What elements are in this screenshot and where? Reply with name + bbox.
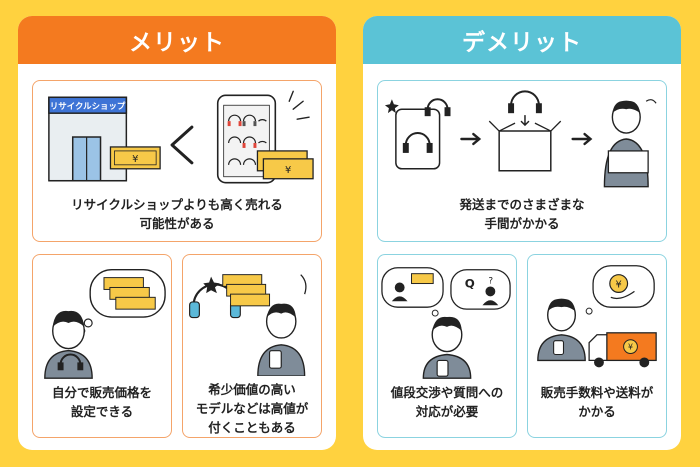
svg-text:¥: ¥: [285, 165, 291, 176]
svg-text:¥: ¥: [616, 279, 622, 290]
yen-notes-icon: ¥: [109, 146, 161, 170]
person-icon: [537, 298, 586, 362]
product-photo-icon: [384, 98, 451, 170]
thought-bubble-icon: ¥: [585, 265, 655, 315]
rare-model-illustration: [189, 274, 307, 376]
svg-text:?: ?: [488, 277, 493, 287]
demerit-card3-caption: 販売手数料や送料が かかる: [540, 385, 654, 419]
merit-title: メリット: [18, 16, 336, 64]
demerit-card1-caption: 発送までのさまざまな 手間がかかる: [459, 197, 585, 231]
demerit-card-fees: ¥ ¥ 販売手数料や送料が かかる: [527, 254, 667, 438]
negotiation-illustration: Q ?: [381, 267, 511, 379]
recycle-shop-icon: リサイクルショップ: [48, 96, 128, 182]
person-icon: [257, 303, 306, 376]
svg-text:¥: ¥: [132, 154, 138, 165]
shipping-process-illustration: [384, 90, 657, 188]
merit-card-rare-model: 希少価値の高い モデルなどは高値が 付くこともある: [182, 254, 322, 438]
merit-card-resale: リサイクルショップ ¥: [32, 80, 322, 242]
demerit-panel: デメリット: [363, 16, 681, 450]
shop-sign-text: リサイクルショップ: [50, 101, 126, 111]
less-than-icon: [170, 125, 194, 165]
headphones-icon: [59, 353, 82, 365]
demerit-card-shipping-effort: 発送までのさまざまな 手間がかかる: [377, 80, 667, 242]
svg-text:Q: Q: [465, 276, 475, 290]
merit-card3-caption: 希少価値の高い モデルなどは高値が 付くこともある: [195, 382, 309, 435]
thought-bubble-icon: [79, 269, 166, 334]
person-icon: [603, 99, 657, 188]
truck-icon: ¥: [588, 332, 657, 368]
yen-notes-icon: [222, 274, 271, 307]
merit-card2-caption: 自分で販売価格を 設定できる: [51, 385, 152, 419]
demerit-card2-caption: 値段交渉や質問への 対応が必要: [390, 385, 504, 419]
person-icon: [422, 316, 472, 379]
demerit-card-negotiation: Q ? 値段交渉や質問への 対応が必要: [377, 254, 517, 438]
set-price-illustration: [44, 269, 166, 379]
thought-bubble-icon: Q ?: [381, 267, 511, 317]
yen-notes-stack-icon: ¥: [256, 150, 314, 180]
demerit-title: デメリット: [363, 16, 681, 64]
fees-illustration: ¥ ¥: [537, 265, 657, 368]
merit-panel: メリット リサイクルショップ ¥: [18, 16, 336, 450]
person-icon: [44, 310, 93, 379]
arrow-right-icon: [571, 132, 593, 146]
box-icon: [488, 90, 562, 172]
merit-card1-caption: リサイクルショップよりも高く売れる 可能性がある: [71, 197, 283, 231]
merit-card-set-price: 自分で販売価格を 設定できる: [32, 254, 172, 438]
resale-comparison-illustration: リサイクルショップ ¥: [48, 90, 314, 184]
arrow-right-icon: [460, 132, 482, 146]
svg-text:¥: ¥: [628, 343, 633, 352]
